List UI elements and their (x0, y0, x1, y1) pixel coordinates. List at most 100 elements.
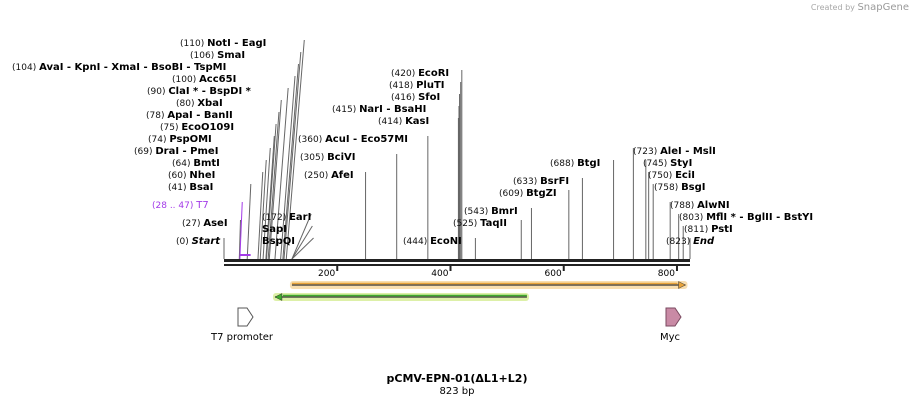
site-label[interactable]: (90) ClaI * - BspDI * (147, 86, 252, 97)
axis-tick-label: 200 (318, 269, 335, 279)
site-line (283, 51, 302, 260)
site-line (285, 39, 305, 260)
site-label[interactable]: (811) PstI (684, 224, 733, 235)
site-enzyme-name: - BsoBI (140, 62, 183, 73)
sequence-backbone: 200 400 600 800 (224, 254, 690, 279)
site-enzyme-name: StyI (670, 158, 692, 169)
site-position: (803) (679, 213, 706, 223)
site-label[interactable]: (418) PluTI (389, 80, 444, 91)
site-label[interactable]: (250) AfeI (304, 170, 354, 181)
site-enzyme-name: AleI (660, 146, 682, 157)
site-label[interactable]: (69) DraI - PmeI (134, 146, 218, 157)
site-position: (250) (304, 171, 331, 181)
site-enzyme-name: EarI (289, 212, 311, 223)
site-position: (27) (182, 219, 203, 229)
feature-label: Myc (660, 332, 680, 343)
site-position: (106) (190, 51, 217, 61)
site-position: (525) (453, 219, 480, 229)
site-label[interactable]: BspQI (262, 236, 295, 247)
site-enzyme-name: EcoRI (418, 68, 449, 79)
site-position: (41) (168, 183, 189, 193)
site-position: (688) (550, 159, 577, 169)
site-enzyme-name: - MslI (682, 146, 716, 157)
site-line (291, 225, 313, 260)
site-label[interactable]: (100) Acc65I (172, 74, 236, 85)
backbone-top (224, 259, 690, 262)
site-position: (74) (148, 135, 169, 145)
backbone-bottom (224, 264, 690, 266)
site-position: (416) (391, 93, 418, 103)
site-position: (104) (12, 63, 39, 73)
primer-bar (239, 254, 251, 256)
site-label[interactable]: (688) BtgI (550, 158, 600, 169)
site-label[interactable]: (750) EciI (648, 170, 695, 181)
site-label[interactable]: (745) StyI (643, 158, 692, 169)
axis-tick-label: 600 (545, 269, 562, 279)
site-label[interactable]: (723) AleI - MslI (633, 146, 716, 157)
site-label[interactable]: (633) BsrFI (513, 176, 569, 187)
site-line (274, 87, 289, 260)
site-line (265, 135, 275, 260)
site-enzyme-name: NheI (189, 170, 215, 181)
axis-tick-label: 400 (431, 269, 448, 279)
site-position: (758) (654, 183, 681, 193)
site-enzyme-name: - KpnI (63, 62, 100, 73)
snapgene-brand: SnapGene (857, 2, 909, 13)
site-label[interactable]: (27) AseI (182, 218, 228, 229)
site-label[interactable]: (360) AcuI - Eco57MI (298, 134, 408, 145)
site-label[interactable]: (75) EcoO109I (160, 122, 234, 133)
site-label[interactable]: (788) AlwNI (670, 200, 730, 211)
site-label[interactable]: (104) AvaI - KpnI - XmaI - BsoBI - TspMI (12, 62, 226, 73)
site-enzyme-name: ApaI (167, 110, 192, 121)
site-label[interactable]: (420) EcoRI (391, 68, 449, 79)
site-label[interactable]: (414) KasI (378, 116, 429, 127)
site-position: (80) (176, 99, 197, 109)
site-position: (75) (160, 123, 181, 133)
site-label[interactable]: (525) TaqII (453, 218, 507, 229)
site-position: (788) (670, 201, 697, 211)
site-position: (750) (648, 171, 675, 181)
site-enzyme-name: EciI (675, 170, 695, 181)
site-enzyme-name: AseI (203, 218, 227, 229)
site-enzyme-name: - BstYI (773, 212, 813, 223)
site-position: (633) (513, 177, 540, 187)
axis-tick-label: 800 (658, 269, 675, 279)
site-enzyme-name: EcoO109I (181, 122, 234, 133)
site-label[interactable]: SapI (262, 224, 287, 235)
site-label[interactable]: (444) EcoNI (403, 236, 462, 247)
site-label[interactable]: (74) PspOMI (148, 134, 212, 145)
site-enzyme-name: TaqII (480, 218, 507, 229)
site-label[interactable]: (758) BsgI (654, 182, 706, 193)
site-label[interactable]: (172) EarI (262, 212, 311, 223)
site-position: (415) (332, 105, 359, 115)
primer-label[interactable]: (28 .. 47) T7 (152, 200, 209, 211)
site-label[interactable]: (823) End (666, 236, 715, 247)
site-label[interactable]: (416) SfoI (391, 92, 440, 103)
site-label[interactable]: (41) BsaI (168, 182, 213, 193)
site-enzyme-name: NotI (207, 38, 231, 49)
feature-arrowhead (678, 281, 687, 289)
site-label[interactable]: (305) BciVI (300, 152, 356, 163)
site-label[interactable]: (0) Start (176, 236, 221, 247)
site-label[interactable]: (60) NheI (168, 170, 215, 181)
site-label[interactable]: (106) SmaI (190, 50, 245, 61)
site-position: (172) (262, 213, 289, 223)
site-label[interactable]: (110) NotI - EagI (180, 38, 266, 49)
site-label[interactable]: (415) NarI - BsaHI (332, 104, 426, 115)
site-label[interactable]: (78) ApaI - BanII (146, 110, 233, 121)
feature-arrowhead (274, 293, 283, 301)
site-label[interactable]: (609) BtgZI (499, 188, 557, 199)
site-label[interactable]: (803) MflI * - BglII - BstYI (679, 212, 813, 223)
t7-promoter-feature[interactable] (237, 307, 254, 327)
site-enzyme-name: NarI (359, 104, 383, 115)
site-label[interactable]: (543) BmrI (464, 206, 518, 217)
site-line (257, 171, 264, 260)
myc-feature[interactable] (665, 307, 682, 327)
site-label[interactable]: (64) BmtI (172, 158, 220, 169)
site-labels: (0) Start (27) AseI (28 .. 47) T7 (41) BsaI… (12, 38, 813, 247)
site-enzyme-name: BspQI (262, 236, 295, 247)
snapgene-credit: Created by SnapGene (811, 2, 909, 13)
site-enzyme-name: BtgZI (526, 188, 557, 199)
site-label[interactable]: (80) XbaI (176, 98, 223, 109)
site-enzyme-name: T7 (195, 200, 208, 211)
